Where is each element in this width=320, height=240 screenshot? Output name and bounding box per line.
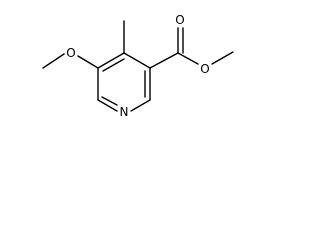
substituent-bonds [42, 20, 234, 69]
ester-oxygen-label: O [200, 62, 209, 76]
ring-nitrogen-label: N [120, 105, 129, 119]
ring-bond-n-c6 [97, 99, 118, 112]
chemical-structure: N O O O [42, 13, 234, 119]
ring-bond-c5-c4 [97, 52, 125, 69]
ring-bond-c4-c3 [123, 52, 151, 69]
ester-methyl-bond [211, 51, 234, 65]
carbonyl-oxygen-label: O [175, 13, 184, 27]
ring-bonds [97, 52, 151, 112]
methoxy-oxygen-label: O [66, 46, 75, 60]
ring-bond-n-c6-inner [101, 96, 118, 106]
ester-ether-bond [177, 52, 199, 65]
methoxy-ring-bond [77, 55, 99, 69]
ring-bond-c5-c4-inner [102, 58, 125, 72]
atom-labels: N O O O [66, 13, 209, 119]
methoxy-methyl-bond [42, 53, 65, 69]
ester-carbon-bond [149, 52, 179, 69]
ring-bond-c2-n [130, 99, 151, 112]
